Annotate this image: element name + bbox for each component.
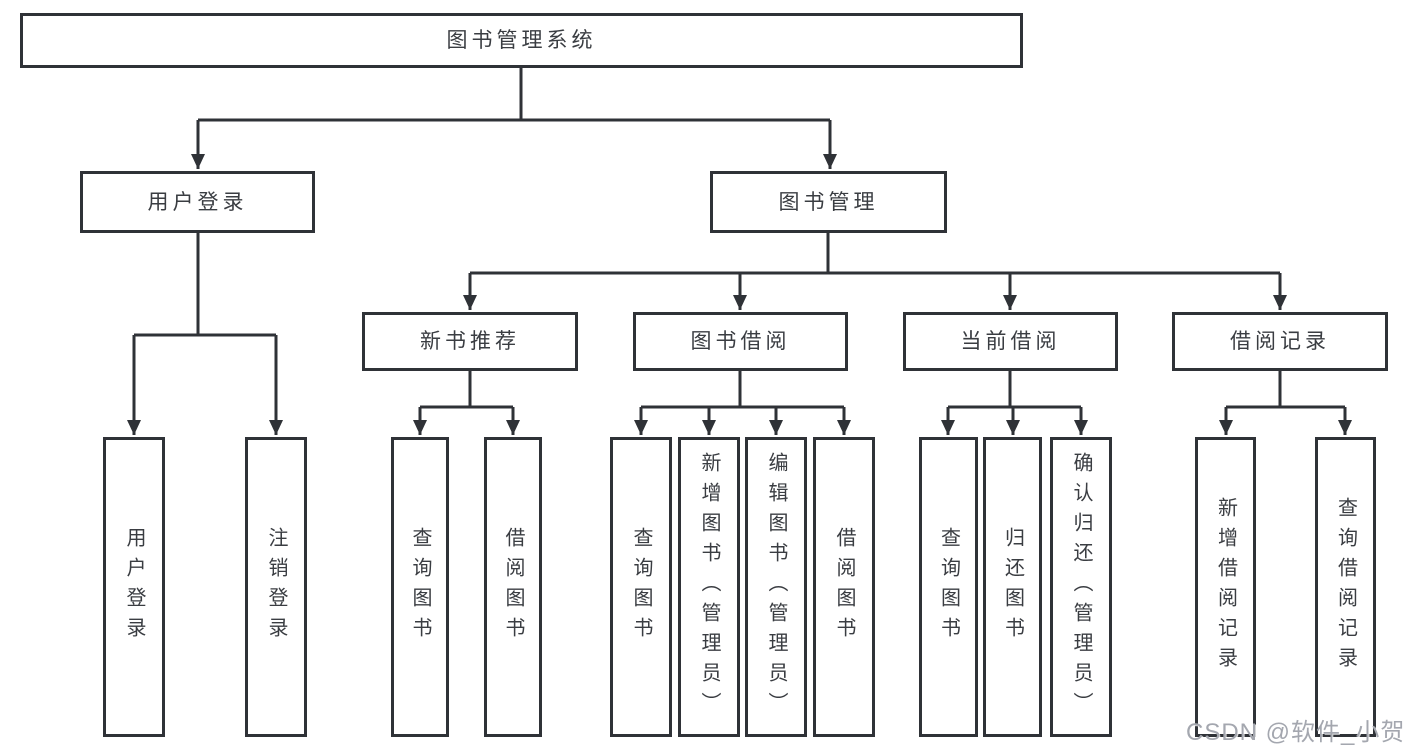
leaf-label: 归还图书 (1001, 527, 1024, 647)
leaf-label: 查询图书 (409, 527, 431, 647)
leaf-label: 编辑图书（管理员） (765, 452, 787, 722)
leaf-label: 查询图书 (937, 527, 960, 647)
leaf-label: 查询借阅记录 (1334, 497, 1357, 677)
leaf-label: 新增借阅记录 (1214, 497, 1237, 677)
leaf-confirm-return-admin: 确认归还（管理员） (1050, 437, 1112, 737)
node-new-book-recommend: 新书推荐 (362, 312, 578, 371)
leaf-label: 注销登录 (265, 527, 287, 647)
leaf-borrow-books-2: 借阅图书 (813, 437, 875, 737)
leaf-logout: 注销登录 (245, 437, 307, 737)
leaf-query-books-1: 查询图书 (391, 437, 449, 737)
leaf-query-books-2: 查询图书 (610, 437, 672, 737)
leaf-label: 新增图书（管理员） (698, 452, 720, 722)
edge-new-book-bus (420, 371, 513, 409)
leaf-query-books-3: 查询图书 (919, 437, 978, 737)
csdn-watermark: CSDN @软件_小贺同学 (1186, 719, 1405, 746)
leaf-borrow-books-1: 借阅图书 (484, 437, 542, 737)
leaf-label: 用户登录 (123, 527, 145, 647)
node-root: 图书管理系统 (20, 13, 1023, 68)
leaf-label: 借阅图书 (833, 527, 855, 647)
node-book-management: 图书管理 (710, 171, 947, 233)
edge-root-bus (198, 68, 830, 122)
node-borrowing-records: 借阅记录 (1172, 312, 1388, 371)
edge-user-login-bus (134, 233, 276, 337)
leaf-edit-book-admin: 编辑图书（管理员） (745, 437, 807, 737)
node-user-login: 用户登录 (80, 171, 315, 233)
leaf-label: 借阅图书 (502, 527, 524, 647)
leaf-user-login: 用户登录 (103, 437, 165, 737)
leaf-label: 查询图书 (630, 527, 652, 647)
edge-borrow-records-bus (1226, 371, 1345, 409)
leaf-add-book-admin: 新增图书（管理员） (678, 437, 740, 737)
edge-book-mgmt-bus (470, 233, 1280, 275)
leaf-return-books: 归还图书 (983, 437, 1042, 737)
node-current-borrowing: 当前借阅 (903, 312, 1118, 371)
edge-current-borrow-bus (948, 371, 1081, 409)
edge-book-borrow-bus (641, 371, 844, 409)
leaf-query-borrow-record: 查询借阅记录 (1315, 437, 1376, 737)
leaf-add-borrow-record: 新增借阅记录 (1195, 437, 1256, 737)
node-book-borrowing: 图书借阅 (633, 312, 848, 371)
leaf-label: 确认归还（管理员） (1070, 452, 1092, 722)
